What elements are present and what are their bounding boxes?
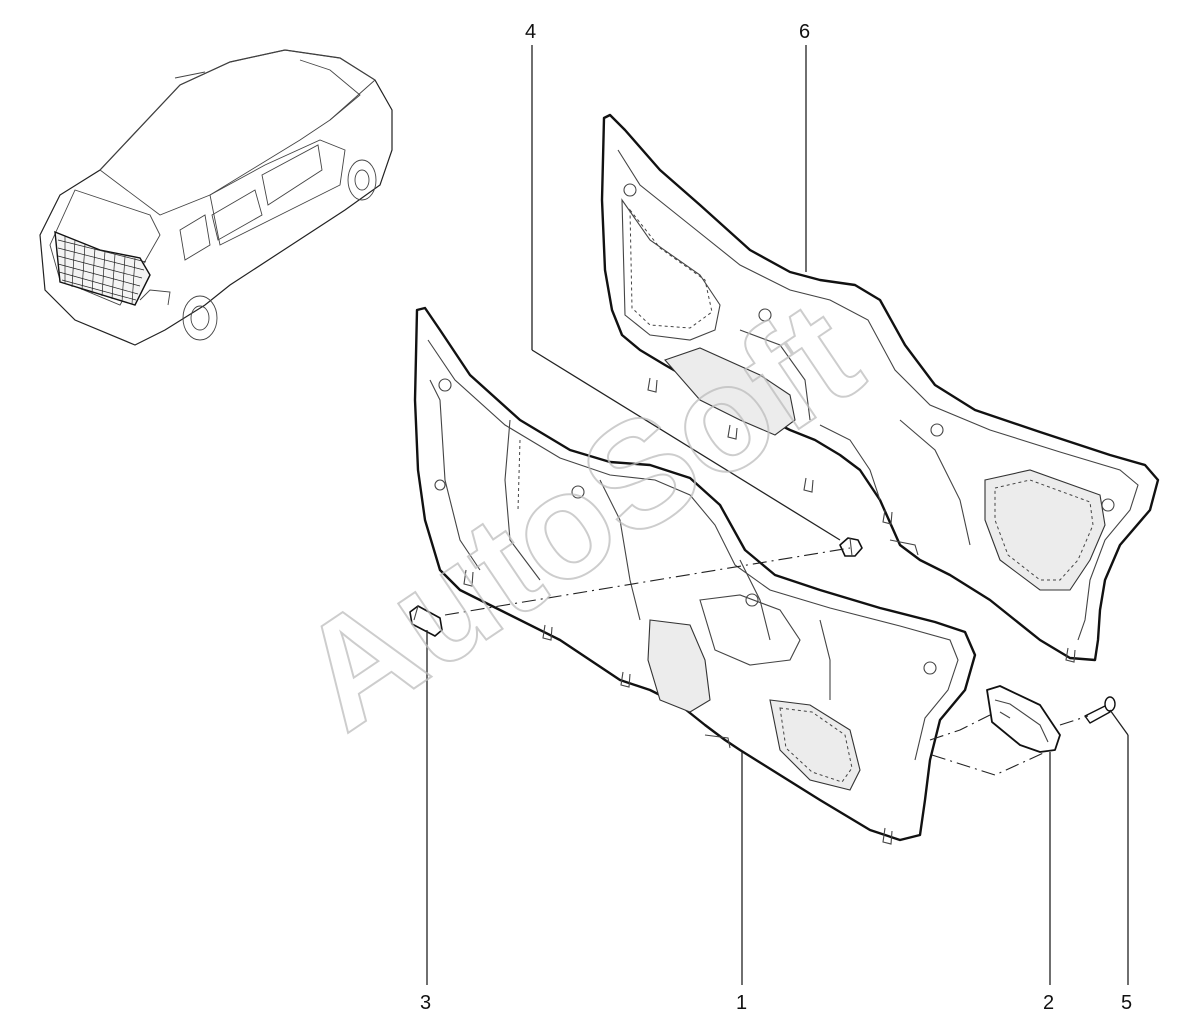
part-4-clip xyxy=(839,537,863,557)
vehicle-locator-illustration xyxy=(39,49,393,346)
callout-1: 1 xyxy=(736,992,748,1014)
assembly-lines xyxy=(444,547,1089,776)
part-6-tailgate-trim-upper xyxy=(600,113,1160,663)
callout-6: 6 xyxy=(799,21,811,43)
part-5-screw xyxy=(1084,696,1116,724)
callout-3: 3 xyxy=(420,992,432,1014)
callout-2: 2 xyxy=(1043,992,1055,1014)
tailgate-highlight-hatch xyxy=(54,230,151,306)
leader-lines xyxy=(426,45,1129,985)
callout-5: 5 xyxy=(1121,992,1133,1014)
part-2-handle xyxy=(986,685,1061,753)
part-3-plug xyxy=(409,605,443,637)
callout-4: 4 xyxy=(525,21,537,43)
